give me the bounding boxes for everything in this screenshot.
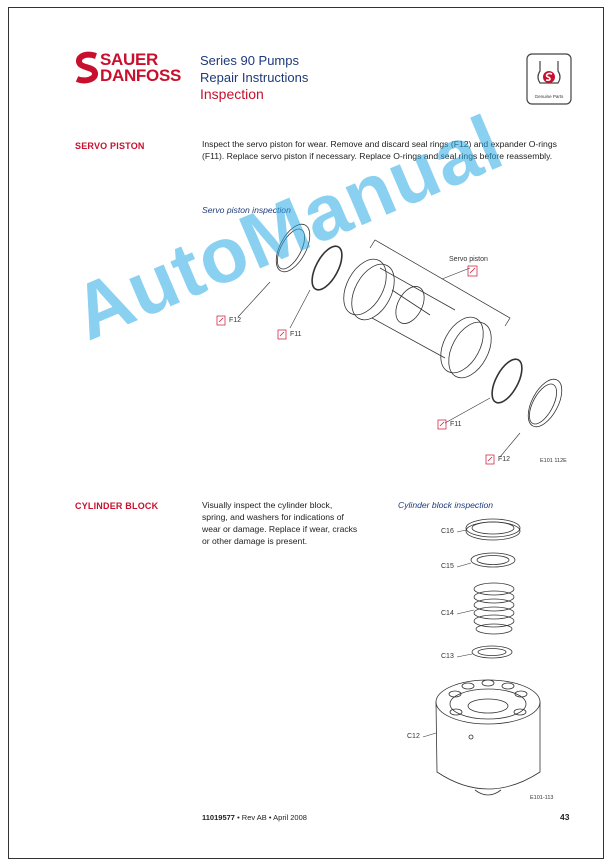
page-frame [8,7,604,859]
servo-piston-heading: SERVO PISTON [75,141,145,151]
callout-c14: C14 [441,610,454,617]
callout-f12-left: F12 [229,317,242,324]
callout-f11-left: F11 [290,331,302,338]
callout-c16: C16 [441,528,454,535]
sauer-danfoss-logo-icon [75,51,98,84]
cylinder-block-text: Visually inspect the cylinder block, spr… [202,500,358,546]
header-titles: Series 90 Pumps Repair Instructions Insp… [200,52,308,103]
callout-c15: C15 [441,563,454,570]
callout-c12: C12 [407,733,420,740]
footer-doc-info: 11019577 • Rev AB • April 2008 [202,813,307,822]
section-title: Inspection [200,86,264,102]
cylinder-figure-caption: Cylinder block inspection [398,500,494,510]
servo-figure-caption: Servo piston inspection [202,205,291,215]
servo-figure-id: E101 112E [540,458,567,464]
series-title: Series 90 Pumps [200,53,299,68]
genuine-parts-badge-icon [526,53,572,105]
callout-f12-right: F12 [498,456,511,463]
page-number: 43 [560,812,570,822]
callout-servo-piston: Servo piston [449,256,488,263]
logo-text: SAUER DANFOSS [100,50,182,85]
cylinder-block-heading: CYLINDER BLOCK [75,501,159,511]
callout-f11-right: F11 [450,421,462,428]
cylinder-figure-id: E101-113 [530,795,554,801]
genuine-parts-label: Genuine Parts [534,94,564,99]
servo-piston-text: Inspect the servo piston for wear. Remov… [202,139,557,161]
doc-type-title: Repair Instructions [200,70,309,85]
callout-c13: C13 [441,653,454,660]
